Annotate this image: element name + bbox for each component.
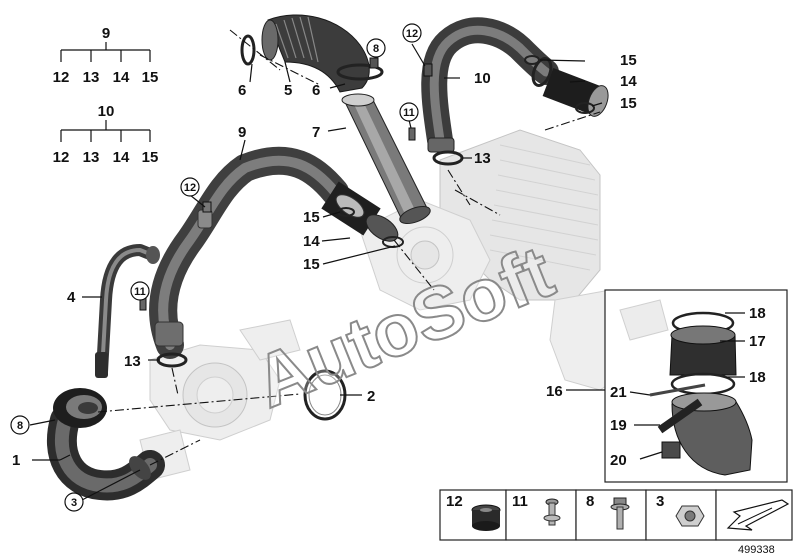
alignment-lines: [97, 29, 601, 466]
callout-12-circled: 12: [406, 28, 418, 40]
callout-13: 13: [474, 150, 491, 167]
callout-6: 6: [312, 82, 320, 99]
callout-14: 14: [303, 233, 320, 250]
group-child-label: 13: [83, 149, 100, 166]
callout-18: 18: [749, 305, 766, 322]
callout-5: 5: [284, 82, 292, 99]
callout-12-circled: 12: [184, 182, 196, 194]
group-parent-label: 10: [98, 103, 115, 120]
group-child-label: 12: [53, 69, 70, 86]
callout-6: 6: [238, 82, 246, 99]
group-child-label: 15: [142, 149, 159, 166]
group-child-label: 13: [83, 69, 100, 86]
callout-15: 15: [303, 256, 320, 273]
group-tree-10: 10 12 13 14 15: [53, 103, 159, 166]
group-child-label: 14: [113, 149, 130, 166]
callout-2: 2: [367, 388, 375, 405]
part-10-hose: [421, 17, 609, 153]
callout-1: 1: [12, 452, 20, 469]
callout-19: 19: [610, 417, 627, 434]
grommet-icon: [471, 504, 501, 531]
callout-15: 15: [303, 209, 320, 226]
callout-8-circled: 8: [373, 43, 379, 55]
callout-20: 20: [610, 452, 627, 469]
callout-14: 14: [620, 73, 637, 90]
detail-box: [604, 289, 788, 483]
callout-11-circled: 11: [403, 107, 415, 119]
fastener-legend: 12 11 8 3: [439, 489, 793, 541]
circled-callouts: 3 8 8 11 11 12 12: [10, 23, 422, 512]
group-child-label: 14: [113, 69, 130, 86]
callout-7: 7: [312, 124, 320, 141]
legend-number: 3: [656, 493, 664, 510]
callout-18: 18: [749, 369, 766, 386]
group-child-label: 15: [142, 69, 159, 86]
group-parent-label: 9: [102, 25, 110, 42]
callout-9: 9: [238, 124, 246, 141]
bolt-icon: [610, 497, 630, 530]
part-4-pipe: [95, 244, 160, 378]
part-7-pipe: [336, 63, 431, 225]
nut-icon: [675, 505, 705, 527]
callout-11-circled: 11: [134, 286, 146, 298]
group-tree-9: 9 12 13 14 15: [53, 25, 159, 86]
callout-8-circled: 8: [17, 420, 23, 432]
part-5-intake: [240, 14, 370, 93]
legend-number: 8: [586, 493, 594, 510]
callout-3-circled: 3: [71, 497, 77, 509]
group-child-label: 12: [53, 149, 70, 166]
callout-13: 13: [124, 353, 141, 370]
callout-15: 15: [620, 95, 637, 112]
diagram-id: 499338: [738, 544, 775, 556]
part-1-hose: [46, 388, 165, 501]
legend-number: 12: [446, 493, 463, 510]
callout-labels: 1 2 4 5 6 6 7 9 10 13 13 14 14 15 15 15 …: [12, 52, 766, 469]
callout-16: 16: [546, 383, 563, 400]
legend-number: 11: [512, 493, 528, 510]
callout-4: 4: [67, 289, 76, 306]
direction-arrow-icon: [726, 499, 790, 531]
callout-10: 10: [474, 70, 491, 87]
callout-21: 21: [610, 384, 627, 401]
screw-icon: [543, 498, 561, 526]
callout-15: 15: [620, 52, 637, 69]
callout-17: 17: [749, 333, 766, 350]
